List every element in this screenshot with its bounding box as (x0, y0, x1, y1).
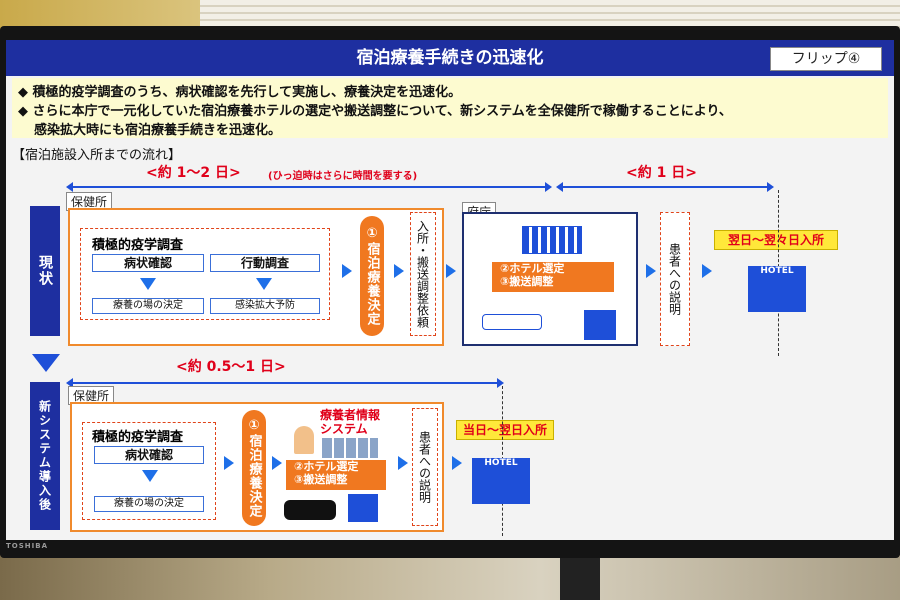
bullet-2: ◆ さらに本庁で一元化していた宿泊療養ホテルの選定や搬送調整について、新システム… (18, 104, 732, 119)
building-icon (522, 226, 582, 254)
operator-icon (294, 426, 314, 454)
flow-heading: 【宿泊施設入所までの流れ】 (12, 148, 182, 163)
current-hoken-label: 保健所 (66, 192, 113, 211)
right-arrow-icon (342, 264, 352, 278)
ambulance-icon (482, 314, 542, 330)
new-step-a: 病状確認 (94, 446, 204, 464)
new-survey-title: 積極的疫学調査 (92, 430, 184, 445)
current-request-box: 入所・搬送調整依頼 (410, 212, 436, 336)
new-span-arrow (66, 378, 504, 388)
right-arrow-icon (452, 456, 462, 470)
down-arrow-icon (142, 470, 158, 482)
server-icon (322, 438, 378, 458)
slide-title: 宿泊療養手続きの迅速化 (356, 48, 544, 68)
new-result-a: 療養の場の決定 (94, 496, 204, 512)
right-arrow-icon (398, 456, 408, 470)
current-result-a: 療養の場の決定 (92, 298, 204, 314)
presentation-screen: 宿泊療養手続きの迅速化 フリップ④ ◆ 積極的疫学調査のうち、病状確認を先行して… (6, 40, 894, 540)
pref-steps: ②ホテル選定 ③搬送調整 (492, 262, 614, 292)
current-side-label: 現状 (30, 206, 60, 336)
taxi-icon (284, 500, 336, 520)
new-decision-pill: ①宿泊療養決定 (242, 410, 266, 526)
new-span-label: <約 0.5～1 日> (176, 359, 286, 375)
new-hoken-label: 保健所 (68, 386, 115, 405)
current-survey-title: 積極的疫学調査 (92, 238, 184, 253)
bullet-2-continued: 感染拡大時にも宿泊療養手続きを迅速化。 (34, 123, 282, 138)
hotel-icon (584, 310, 616, 340)
right-arrow-icon (646, 264, 656, 278)
current-explain-box: 患者への説明 (660, 212, 690, 346)
monitor-brand: TOSHIBA (6, 542, 48, 550)
current-hotel-label: HOTEL (760, 266, 794, 276)
current-step-b: 行動調査 (210, 254, 320, 272)
current-entry-badge: 翌日～翌々日入所 (714, 230, 838, 250)
current-span1-label: <約 1～2 日> (146, 165, 241, 181)
floor-background (0, 555, 900, 600)
right-arrow-icon (446, 264, 456, 278)
hotel-icon (348, 494, 378, 522)
right-arrow-icon (272, 456, 282, 470)
hotel-icon: HOTEL (748, 266, 806, 312)
hotel-icon: HOTEL (472, 458, 530, 504)
new-hotel-label: HOTEL (484, 458, 518, 468)
new-side-label: 新システム導入後 (30, 382, 60, 530)
summary-bullets: ◆ 積極的疫学調査のうち、病状確認を先行して実施し、療養決定を迅速化。 ◆ さら… (12, 78, 888, 138)
current-result-b: 感染拡大予防 (210, 298, 320, 314)
current-span2-label: <約 1 日> (626, 165, 697, 181)
current-span2-arrow (556, 182, 774, 192)
bullet-1: ◆ 積極的疫学調査のうち、病状確認を先行して実施し、療養決定を迅速化。 (18, 85, 462, 100)
current-decision-pill: ①宿泊療養決定 (360, 216, 384, 336)
system-label: 療養者情報システム (320, 408, 381, 436)
monitor-stand (560, 558, 600, 600)
current-span1-arrow (66, 182, 552, 192)
flip-label: フリップ④ (770, 47, 882, 71)
new-explain-box: 患者への説明 (412, 408, 438, 526)
right-arrow-icon (702, 264, 712, 278)
system-steps: ②ホテル選定 ③搬送調整 (286, 460, 386, 490)
title-bar (6, 40, 894, 76)
new-entry-badge: 当日～翌日入所 (456, 420, 554, 440)
down-arrow-icon (256, 278, 272, 290)
current-step-a: 病状確認 (92, 254, 204, 272)
right-arrow-icon (394, 264, 404, 278)
right-arrow-icon (224, 456, 234, 470)
current-span1-note: (ひっ迫時はさらに時間を要する) (268, 171, 418, 182)
down-arrow-icon (140, 278, 156, 290)
transition-arrow-icon (32, 354, 60, 372)
